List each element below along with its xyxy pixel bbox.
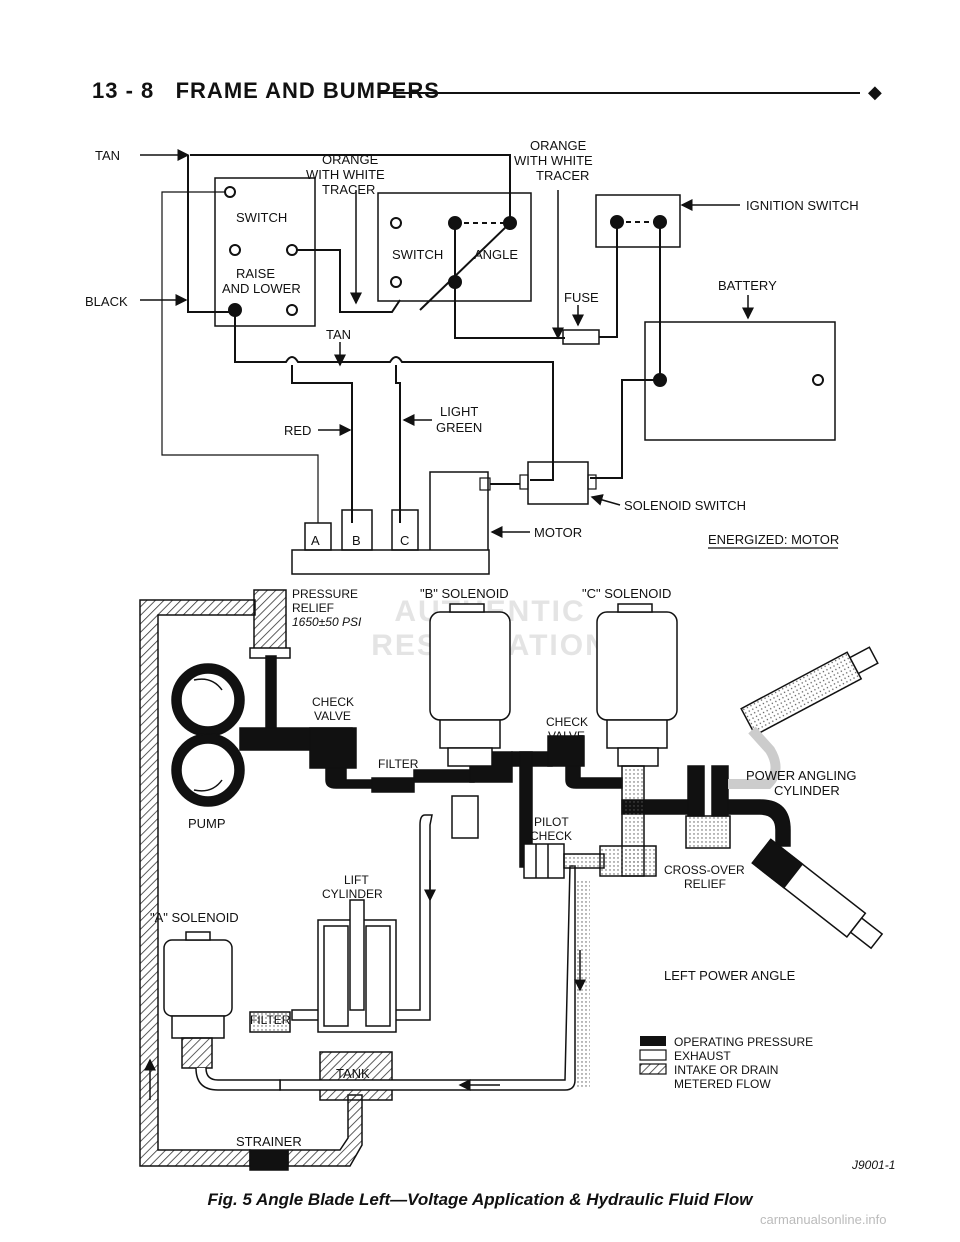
legend-swatch-intake <box>639 1063 667 1075</box>
check-valve-2-label-2: VALVE <box>548 729 585 743</box>
pressure-relief-psi: 1650±50 PSI <box>292 615 362 629</box>
solenoid-box-a: A <box>311 533 320 548</box>
power-angling-label-1: POWER ANGLING <box>746 768 857 783</box>
pump-label: PUMP <box>188 816 226 831</box>
legend-swatch-operating <box>640 1036 666 1046</box>
site-watermark: carmanualsonline.info <box>760 1212 887 1227</box>
wire-label-black: BLACK <box>85 294 128 309</box>
angle-label: ANGLE <box>474 247 518 262</box>
legend-exhaust: EXHAUST <box>674 1049 731 1063</box>
c-solenoid-label: "C" SOLENOID <box>582 586 671 601</box>
pilot-check-label-2: CHECK <box>530 829 572 843</box>
wire-label-orange-2b: WITH WHITE <box>514 153 593 168</box>
cross-over-label-2: RELIEF <box>684 877 726 891</box>
legend-metered: METERED FLOW <box>674 1077 771 1091</box>
filter-2-label: FILTER <box>250 1013 291 1027</box>
header-rule <box>378 92 860 94</box>
b-solenoid-label: "B" SOLENOID <box>420 586 509 601</box>
power-angling-label-2: CYLINDER <box>774 783 840 798</box>
legend: OPERATING PRESSURE EXHAUST INTAKE OR DRA… <box>639 1035 813 1091</box>
header-diamond-icon: ◆ <box>868 82 882 102</box>
lift-cylinder-label-2: CYLINDER <box>322 887 383 901</box>
lift-cylinder-label-1: LIFT <box>344 873 369 887</box>
filter-1-label: FILTER <box>378 757 419 771</box>
wire-label-orange-1b: WITH WHITE <box>306 167 385 182</box>
energized-label: ENERGIZED: MOTOR <box>708 532 839 547</box>
ignition-switch-label: IGNITION SWITCH <box>746 198 859 213</box>
fuse-label: FUSE <box>564 290 599 305</box>
left-power-angle-label: LEFT POWER ANGLE <box>664 968 796 983</box>
wire-label-orange-1c: TRACER <box>322 182 375 197</box>
motor-label: MOTOR <box>534 525 582 540</box>
a-solenoid-label: "A" SOLENOID <box>150 910 239 925</box>
solenoid-box-c: C <box>400 533 409 548</box>
legend-swatch-exhaust <box>639 1049 667 1061</box>
check-valve-2-label-1: CHECK <box>546 715 588 729</box>
wire-label-orange-2c: TRACER <box>536 168 589 183</box>
angle-switch-label: SWITCH <box>392 247 443 262</box>
section-number: 13 - 8 <box>92 78 155 103</box>
hydraulic-section <box>139 589 884 1171</box>
raise-lower-label-2: AND LOWER <box>222 281 301 296</box>
page-header: 13 - 8 FRAME AND BUMPERS <box>92 78 440 104</box>
legend-operating: OPERATING PRESSURE <box>674 1035 813 1049</box>
raise-switch-label: SWITCH <box>236 210 287 225</box>
wiring-section <box>140 149 838 575</box>
wire-label-light: LIGHT <box>440 404 478 419</box>
wire-label-orange-1a: ORANGE <box>322 152 379 167</box>
check-valve-1-label-1: CHECK <box>312 695 354 709</box>
pressure-relief-label-1: PRESSURE <box>292 587 358 601</box>
pilot-check-label-1: PILOT <box>534 815 569 829</box>
tank-label: TANK <box>336 1066 370 1081</box>
figure-caption: Fig. 5 Angle Blade Left—Voltage Applicat… <box>207 1190 753 1209</box>
pressure-relief-label-2: RELIEF <box>292 601 334 615</box>
legend-intake: INTAKE OR DRAIN <box>674 1063 778 1077</box>
raise-lower-label-1: RAISE <box>236 266 275 281</box>
wire-label-green: GREEN <box>436 420 482 435</box>
cross-over-label-1: CROSS-OVER <box>664 863 745 877</box>
section-title: FRAME AND BUMPERS <box>175 78 440 103</box>
figure-ref: J9001-1 <box>852 1158 896 1172</box>
wire-label-orange-2a: ORANGE <box>530 138 587 153</box>
solenoid-switch-label: SOLENOID SWITCH <box>624 498 746 513</box>
wire-label-tan: TAN <box>95 148 120 163</box>
battery-label: BATTERY <box>718 278 777 293</box>
strainer-label: STRAINER <box>236 1134 302 1149</box>
wire-label-tan-bottom: TAN <box>326 327 351 342</box>
check-valve-1-label-2: VALVE <box>314 709 351 723</box>
wire-label-red: RED <box>284 423 311 438</box>
solenoid-box-b: B <box>352 533 361 548</box>
